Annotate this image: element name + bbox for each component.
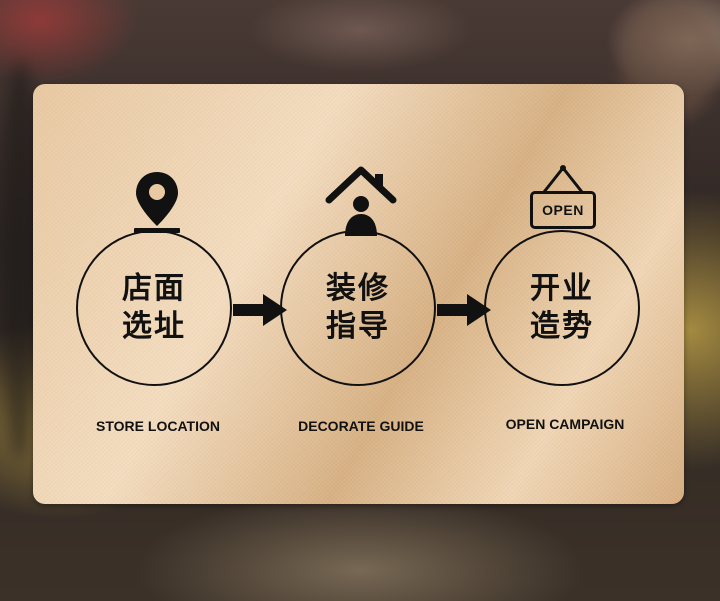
open-sign-text: OPEN: [542, 202, 584, 218]
step-title-line1: 装修: [326, 271, 390, 306]
step-title-line2: 选址: [122, 309, 186, 344]
step-title-line2: 指导: [326, 309, 390, 344]
step-circle-open-campaign: 开业 造势: [484, 230, 640, 386]
step-title-line2: 造势: [530, 309, 594, 344]
step-title-line1: 开业: [530, 271, 594, 306]
location-pin-icon: [134, 172, 180, 233]
step-label-store-location: STORE LOCATION: [96, 418, 220, 434]
open-sign-hanger-icon: [542, 165, 584, 193]
process-card: OPEN 店面 选址 装修 指导 开业 造势 STORE LOCATION DE…: [33, 84, 684, 504]
arrow-right-icon: [437, 294, 491, 326]
open-sign-icon: OPEN: [530, 191, 596, 229]
step-label-open-campaign: OPEN CAMPAIGN: [505, 416, 625, 432]
step-circle-decorate-guide: 装修 指导: [280, 230, 436, 386]
step-label-decorate-guide: DECORATE GUIDE: [298, 418, 424, 434]
arrow-right-icon: [233, 294, 287, 326]
step-circle-store-location: 店面 选址: [76, 230, 232, 386]
house-person-icon: [325, 166, 397, 236]
step-title-line1: 店面: [122, 271, 186, 306]
